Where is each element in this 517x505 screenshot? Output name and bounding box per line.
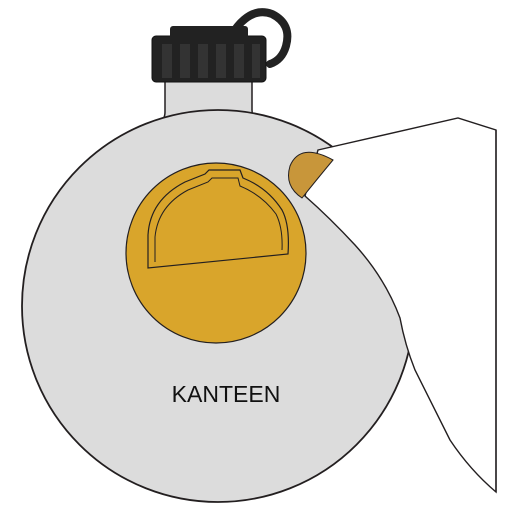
- nested-cup-icon: [126, 163, 306, 343]
- screw-cap-icon: [152, 26, 266, 82]
- kanteen-label: KANTEEN: [172, 381, 281, 407]
